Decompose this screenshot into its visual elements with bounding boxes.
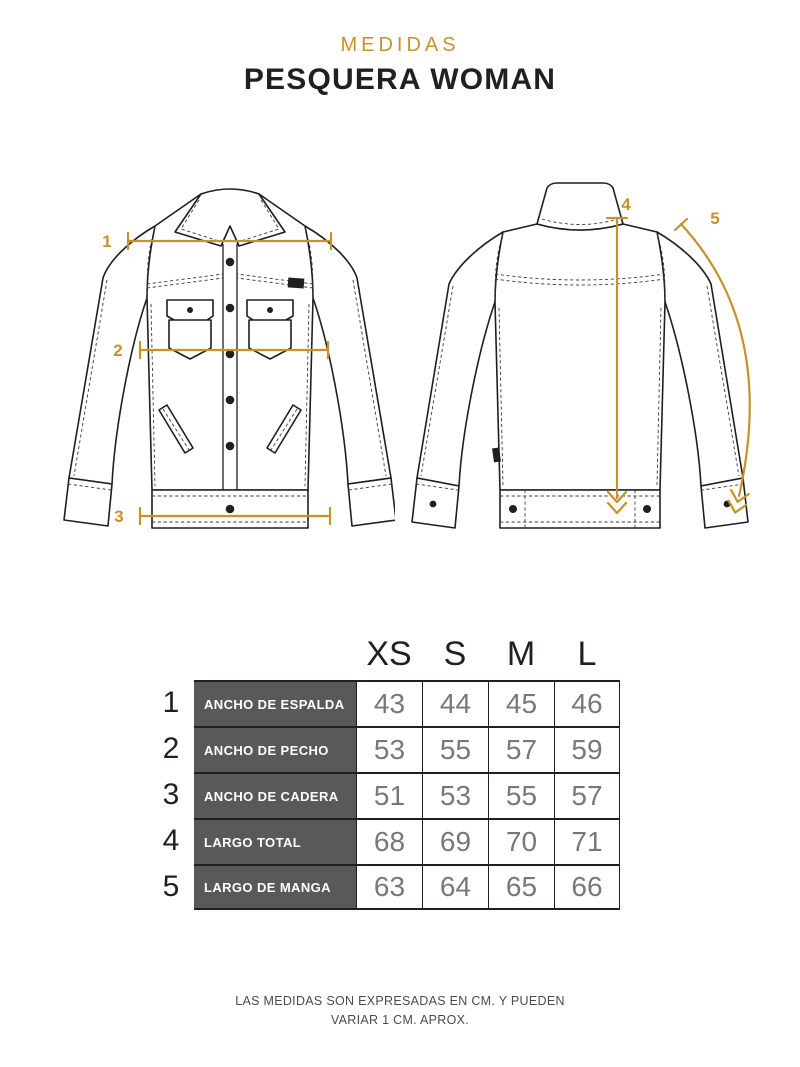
cell-value: 68: [356, 818, 422, 864]
cell-value: 45: [488, 680, 554, 726]
welt-pocket-left: [158, 404, 194, 454]
brand-tag: [287, 277, 305, 289]
cell-value: 63: [356, 864, 422, 910]
side-seam-tag: [492, 447, 501, 463]
measurement-label-3: 3: [114, 507, 123, 526]
cell-value: 53: [422, 772, 488, 818]
size-head-spacer: [148, 634, 194, 680]
size-col-m: M: [506, 635, 536, 673]
size-col-xs: XS: [366, 635, 412, 673]
back-body: [494, 223, 666, 491]
page-title: PESQUERA WOMAN: [243, 63, 557, 96]
row-number: 2: [162, 732, 180, 765]
front-left-sleeve: [68, 225, 156, 485]
footer-note-line2: VARIAR 1 CM. APROX.: [330, 1013, 470, 1028]
measurement-arrow-5: [727, 488, 750, 514]
row-number: 3: [162, 778, 180, 811]
row-label-largo-de-manga: LARGO DE MANGA: [194, 864, 356, 910]
back-jacket-drawing: [411, 182, 749, 529]
measurement-line-2: [138, 340, 330, 360]
cell-value: 66: [554, 864, 620, 910]
front-right-cuff: [347, 477, 395, 527]
row-number: 4: [162, 824, 180, 857]
cell-value: 55: [422, 726, 488, 772]
cell-value: 53: [356, 726, 422, 772]
cell-value: 59: [554, 726, 620, 772]
cell-value: 71: [554, 818, 620, 864]
measurement-lines-back: [605, 216, 751, 515]
placket-buttons: [225, 257, 235, 514]
back-left-sleeve: [416, 231, 504, 487]
size-head-spacer: [194, 634, 356, 680]
front-right-sleeve: [304, 225, 392, 485]
back-collar: [536, 182, 624, 231]
front-left-cuff: [63, 477, 113, 527]
measurement-label-1: 1: [102, 232, 111, 251]
cell-value: 64: [422, 864, 488, 910]
cell-value: 57: [554, 772, 620, 818]
front-placket: [222, 244, 238, 490]
row-number: 5: [162, 870, 180, 903]
welt-pocket-right: [266, 404, 302, 454]
measurement-line-1: [126, 231, 333, 251]
cell-value: 43: [356, 680, 422, 726]
page-subtitle: MEDIDAS: [340, 34, 460, 56]
size-table: XS S M L 1 ANCHO DE ESPALDA 43 44 45 46 …: [148, 634, 620, 910]
back-jacket-diagram: 4 5: [411, 182, 751, 529]
row-number: 1: [162, 686, 180, 719]
size-col-l: L: [577, 635, 597, 673]
cell-value: 69: [422, 818, 488, 864]
footer-note: LAS MEDIDAS SON EXPRESADAS EN CM. Y PUED…: [0, 992, 800, 1031]
cell-value: 51: [356, 772, 422, 818]
cell-value: 46: [554, 680, 620, 726]
footer-note-line1: LAS MEDIDAS SON EXPRESADAS EN CM. Y PUED…: [235, 994, 565, 1008]
measurement-label-2: 2: [113, 341, 122, 360]
measurement-line-5: [673, 217, 751, 498]
measurement-line-4: [605, 216, 629, 515]
measurement-label-4: 4: [621, 195, 631, 214]
measurement-label-5: 5: [710, 209, 719, 228]
row-label-largo-total: LARGO TOTAL: [194, 818, 356, 864]
measurement-line-3: [138, 506, 332, 526]
measurement-lines-front: [126, 231, 333, 526]
cell-value: 65: [488, 864, 554, 910]
cell-value: 55: [488, 772, 554, 818]
front-jacket-diagram: 1 2 3: [63, 188, 395, 529]
size-col-s: S: [443, 635, 467, 673]
row-label-ancho-de-pecho: ANCHO DE PECHO: [194, 726, 356, 772]
front-collar: [174, 188, 286, 247]
cell-value: 44: [422, 680, 488, 726]
row-label-ancho-de-espalda: ANCHO DE ESPALDA: [194, 680, 356, 726]
row-label-ancho-de-cadera: ANCHO DE CADERA: [194, 772, 356, 818]
back-right-sleeve: [656, 231, 744, 487]
front-jacket-drawing: [63, 188, 395, 529]
cell-value: 57: [488, 726, 554, 772]
cell-value: 70: [488, 818, 554, 864]
